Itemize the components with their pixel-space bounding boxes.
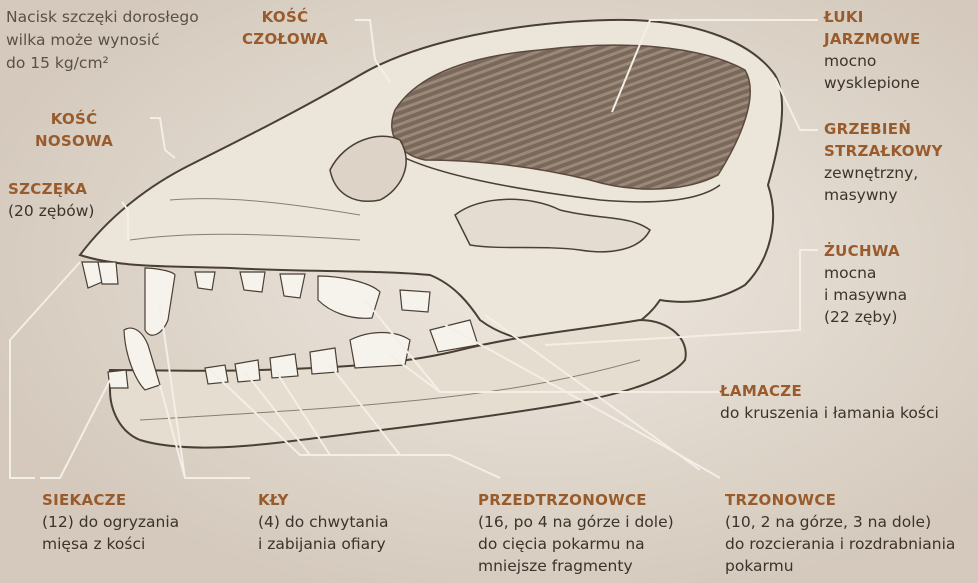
label-title: GRZEBIEŃ <box>824 118 943 140</box>
label-siekacze: SIEKACZE (12) do ogryzania mięsa z kości <box>42 489 179 555</box>
label-title: TRZONOWCE <box>725 489 955 511</box>
label-luki-jarzmowe: ŁUKI JARZMOWE mocno wysklepione <box>824 6 921 94</box>
label-desc: (10, 2 na górze, 3 na dole) <box>725 511 955 533</box>
label-desc: wysklepione <box>824 72 921 94</box>
label-desc: (22 zęby) <box>824 306 907 328</box>
label-desc: i zabijania ofiary <box>258 533 389 555</box>
label-desc: mniejsze fragmenty <box>478 555 674 577</box>
label-title: JARZMOWE <box>824 28 921 50</box>
label-desc: mięsa z kości <box>42 533 179 555</box>
label-title: NOSOWA <box>35 130 113 152</box>
label-desc: pokarmu <box>725 555 955 577</box>
label-title: KŁY <box>258 489 389 511</box>
label-szczeka: SZCZĘKA (20 zębów) <box>8 178 94 222</box>
label-title: ŁAMACZE <box>720 380 939 402</box>
label-title: STRZAŁKOWY <box>824 140 943 162</box>
label-title: KOŚĆ <box>242 6 328 28</box>
label-title: KOŚĆ <box>35 108 113 130</box>
label-desc: zewnętrzny, <box>824 162 943 184</box>
label-desc: i masywna <box>824 284 907 306</box>
label-desc: do rozcierania i rozdrabniania <box>725 533 955 555</box>
intro-line-3: do 15 kg/cm² <box>6 52 206 75</box>
label-title: CZOŁOWA <box>242 28 328 50</box>
label-desc: do cięcia pokarmu na <box>478 533 674 555</box>
intro-line-1: Nacisk szczęki dorosłego <box>6 6 206 29</box>
label-title: ŁUKI <box>824 6 921 28</box>
label-przedtrzonowce: PRZEDTRZONOWCE (16, po 4 na górze i dole… <box>478 489 674 577</box>
label-kosc-czolowa: KOŚĆ CZOŁOWA <box>242 6 328 50</box>
label-desc: masywny <box>824 184 943 206</box>
label-title: SZCZĘKA <box>8 178 94 200</box>
label-kosc-nosowa: KOŚĆ NOSOWA <box>35 108 113 152</box>
intro-line-2: wilka może wynosić <box>6 29 206 52</box>
label-desc: (16, po 4 na górze i dole) <box>478 511 674 533</box>
label-title: PRZEDTRZONOWCE <box>478 489 674 511</box>
label-desc: (20 zębów) <box>8 200 94 222</box>
label-grzebien: GRZEBIEŃ STRZAŁKOWY zewnętrzny, masywny <box>824 118 943 206</box>
label-zuchwa: ŻUCHWA mocna i masywna (22 zęby) <box>824 240 907 328</box>
label-lamacze: ŁAMACZE do kruszenia i łamania kości <box>720 380 939 424</box>
label-desc: (4) do chwytania <box>258 511 389 533</box>
label-desc: mocna <box>824 262 907 284</box>
label-kly: KŁY (4) do chwytania i zabijania ofiary <box>258 489 389 555</box>
label-title: SIEKACZE <box>42 489 179 511</box>
intro-note: Nacisk szczęki dorosłego wilka może wyno… <box>6 6 206 75</box>
label-title: ŻUCHWA <box>824 240 907 262</box>
label-trzonowce: TRZONOWCE (10, 2 na górze, 3 na dole) do… <box>725 489 955 577</box>
label-desc: mocno <box>824 50 921 72</box>
label-desc: (12) do ogryzania <box>42 511 179 533</box>
label-desc: do kruszenia i łamania kości <box>720 402 939 424</box>
